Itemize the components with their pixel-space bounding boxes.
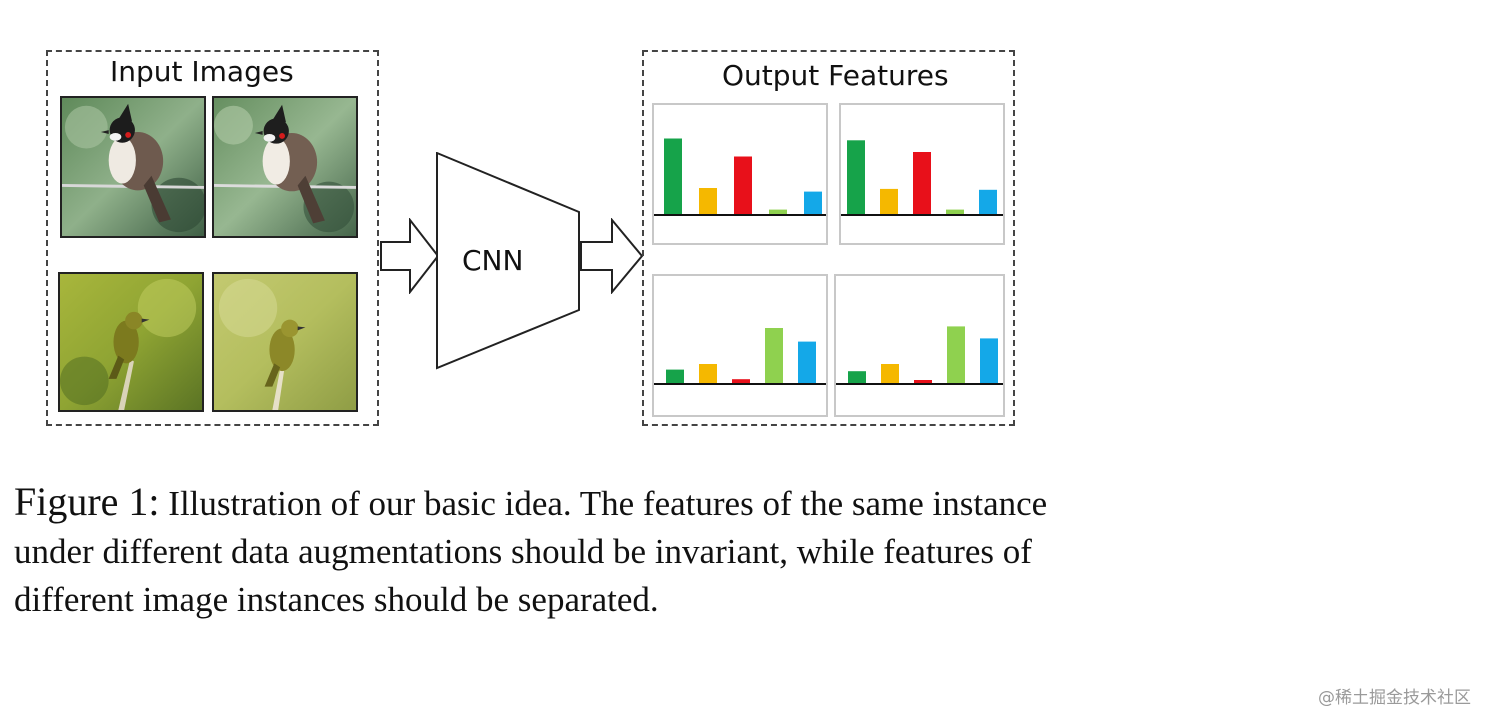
feature-bar-1	[848, 371, 866, 384]
feature-bar-4	[769, 209, 787, 215]
feature-bar-1	[847, 140, 865, 215]
output-features-title: Output Features	[722, 59, 949, 92]
feature-bar-4	[765, 328, 783, 384]
cnn-label: CNN	[462, 244, 524, 277]
bird-image-3	[58, 272, 204, 412]
feature-bar-2	[699, 188, 717, 215]
feature-bar-5	[798, 341, 816, 384]
feature-chart-3	[652, 274, 828, 417]
feature-bar-2	[881, 364, 899, 384]
bird-image-2	[212, 96, 358, 238]
output-features-panel	[642, 50, 1015, 426]
arrow-right-icon	[380, 218, 440, 294]
feature-bar-2	[880, 188, 898, 215]
bird-image-1	[60, 96, 206, 238]
feature-chart-4	[834, 274, 1005, 417]
feature-bar-3	[734, 156, 752, 215]
watermark: @稀土掘金技术社区	[1318, 688, 1471, 708]
bird-image-4	[212, 272, 358, 412]
figure-caption: Figure 1: Illustration of our basic idea…	[14, 478, 1054, 624]
feature-bar-5	[804, 191, 822, 215]
feature-bar-2	[699, 364, 717, 384]
feature-bar-1	[666, 369, 684, 384]
feature-bar-3	[913, 152, 931, 215]
feature-bar-4	[947, 326, 965, 384]
feature-bar-3	[914, 380, 932, 384]
feature-bar-5	[980, 338, 998, 384]
arrow-right-icon	[580, 218, 644, 294]
figure-label: Figure 1:	[14, 479, 160, 524]
feature-bar-1	[664, 138, 682, 215]
feature-chart-2	[839, 103, 1005, 245]
input-images-panel	[46, 50, 379, 426]
input-images-title: Input Images	[110, 55, 294, 88]
feature-chart-1	[652, 103, 828, 245]
caption-text: Illustration of our basic idea. The feat…	[14, 484, 1048, 619]
cnn-trapezoid	[436, 152, 580, 370]
feature-bar-5	[979, 189, 997, 215]
feature-bar-3	[732, 379, 750, 384]
feature-bar-4	[946, 209, 964, 215]
